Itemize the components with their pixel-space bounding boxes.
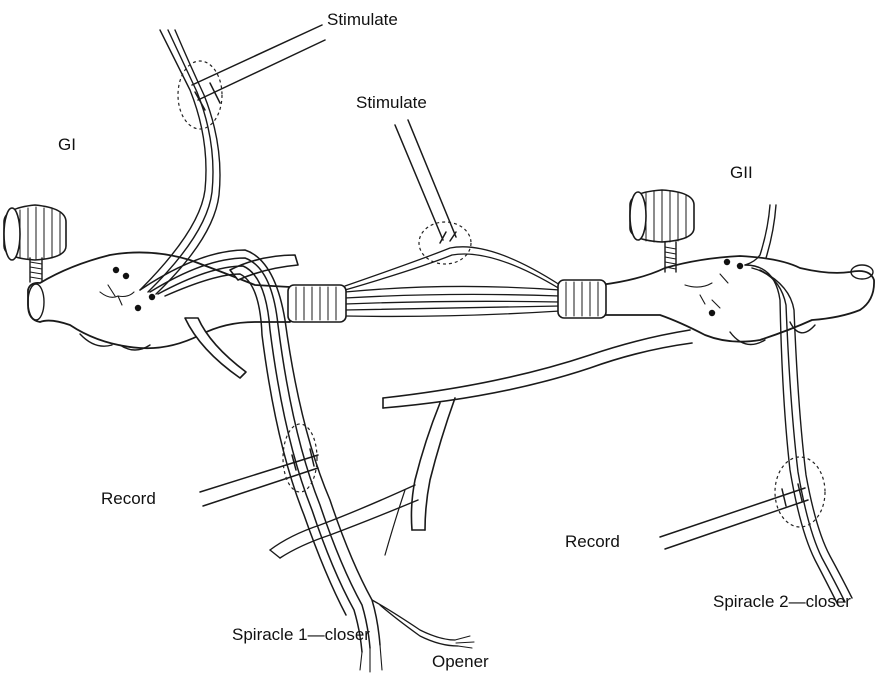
electrode-record-right[interactable] [660, 457, 825, 549]
sheath-wrap-left [288, 285, 346, 322]
label-record-right: Record [565, 532, 620, 551]
label-spiracle-2-closer: Spiracle 2—closer [713, 592, 851, 611]
lower-branching-nerve [270, 330, 692, 558]
label-ganglion-1: GI [58, 135, 76, 154]
ganglion-1-body [28, 252, 298, 378]
electrode-record-left[interactable] [200, 424, 318, 506]
electrode-stimulate-middle[interactable] [395, 120, 471, 264]
electrode-stimulate-top[interactable] [178, 25, 325, 129]
spiracle-1-nerve [140, 30, 474, 672]
coil-structure-right [630, 190, 694, 272]
label-spiracle-1-closer: Spiracle 1—closer [232, 625, 370, 644]
label-stimulate-middle: Stimulate [356, 93, 427, 112]
connective-nerve [345, 247, 560, 317]
sheath-wrap-right [558, 280, 606, 318]
label-record-left: Record [101, 489, 156, 508]
label-opener: Opener [432, 652, 489, 671]
label-ganglion-2: GII [730, 163, 753, 182]
ganglion-2-body [600, 256, 874, 345]
label-stimulate-top: Stimulate [327, 10, 398, 29]
coil-structure-left [4, 205, 66, 282]
